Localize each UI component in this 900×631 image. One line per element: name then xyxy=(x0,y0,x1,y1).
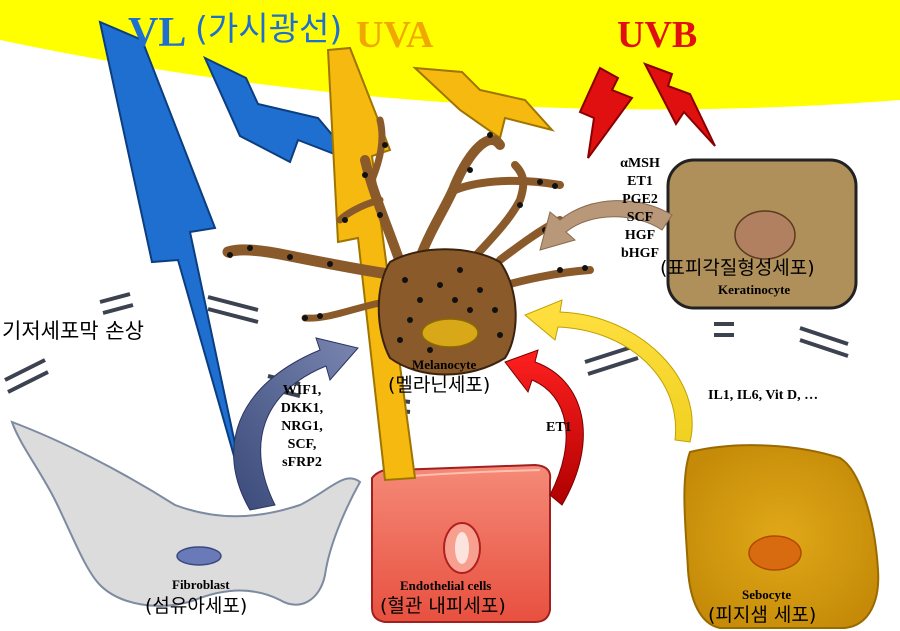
sebocyte-nucleus xyxy=(748,535,802,571)
sebocyte-factor-label: IL1, IL6, Vit D, … xyxy=(708,388,819,403)
vl-light-bolts xyxy=(98,20,356,506)
endothelial-cell xyxy=(371,463,552,623)
endothelial-factor-label: ET1 xyxy=(546,420,572,435)
uvb-light-bolts xyxy=(578,62,716,159)
keratinocyte-factor-list: αMSH ET1 PGE2 SCF HGF bHGF xyxy=(604,155,676,263)
vl-label: VL xyxy=(128,10,187,56)
fibroblast-cell xyxy=(10,420,362,607)
factor-hgf: HGF xyxy=(624,228,656,243)
sebocyte-korean-label: (피지샘 세포) xyxy=(708,604,817,626)
fibroblast-arrow xyxy=(233,337,359,511)
sebocyte-arrow xyxy=(524,299,693,443)
basal-membrane-damage-label: 기저세포막 손상 xyxy=(2,319,144,343)
melanocyte-korean-label: (멜라닌세포) xyxy=(388,374,491,396)
factor-wif1: WIF1, xyxy=(282,383,322,398)
fibroblast-korean-label: (섬유아세포) xyxy=(145,595,248,617)
endothelial-korean-label: (혈관 내피세포) xyxy=(380,595,506,617)
endothelial-arrow xyxy=(504,349,584,506)
keratinocyte-korean-label: (표피각질형성세포) xyxy=(660,257,815,279)
endothelial-label: Endothelial cells xyxy=(400,578,492,593)
factor-scf: SCF xyxy=(626,210,654,225)
uvb-label: UVB xyxy=(617,14,698,56)
fibroblast-label: Fibroblast xyxy=(172,577,230,592)
fibroblast-nucleus xyxy=(176,546,222,566)
factor-pge2: PGE2 xyxy=(622,192,658,207)
factor-et1: ET1 xyxy=(627,174,653,189)
uva-light-bolts xyxy=(326,46,555,482)
factor-sfrp2: sFRP2 xyxy=(282,455,322,470)
factor-amsh: αMSH xyxy=(620,156,660,171)
melanocyte-label: Melanocyte xyxy=(412,357,477,372)
melanocyte-cell xyxy=(222,116,594,376)
light-source-background xyxy=(0,0,900,110)
keratinocyte-arrow xyxy=(539,200,673,251)
vl-korean-label: (가시광선) xyxy=(195,9,343,48)
factor-bhgf: bHGF xyxy=(620,246,660,261)
keratinocyte-label: Keratinocyte xyxy=(718,282,791,297)
factor-dkk1: DKK1, xyxy=(280,401,324,416)
fibroblast-factor-list: WIF1, DKK1, NRG1, SCF, sFRP2 xyxy=(262,382,342,472)
factor-nrg1: NRG1, xyxy=(281,419,323,434)
uva-label: UVA xyxy=(356,14,434,56)
factor-scf-fibro: SCF, xyxy=(287,437,317,452)
keratinocyte-nucleus xyxy=(734,210,796,260)
sebocyte-label: Sebocyte xyxy=(742,587,792,602)
